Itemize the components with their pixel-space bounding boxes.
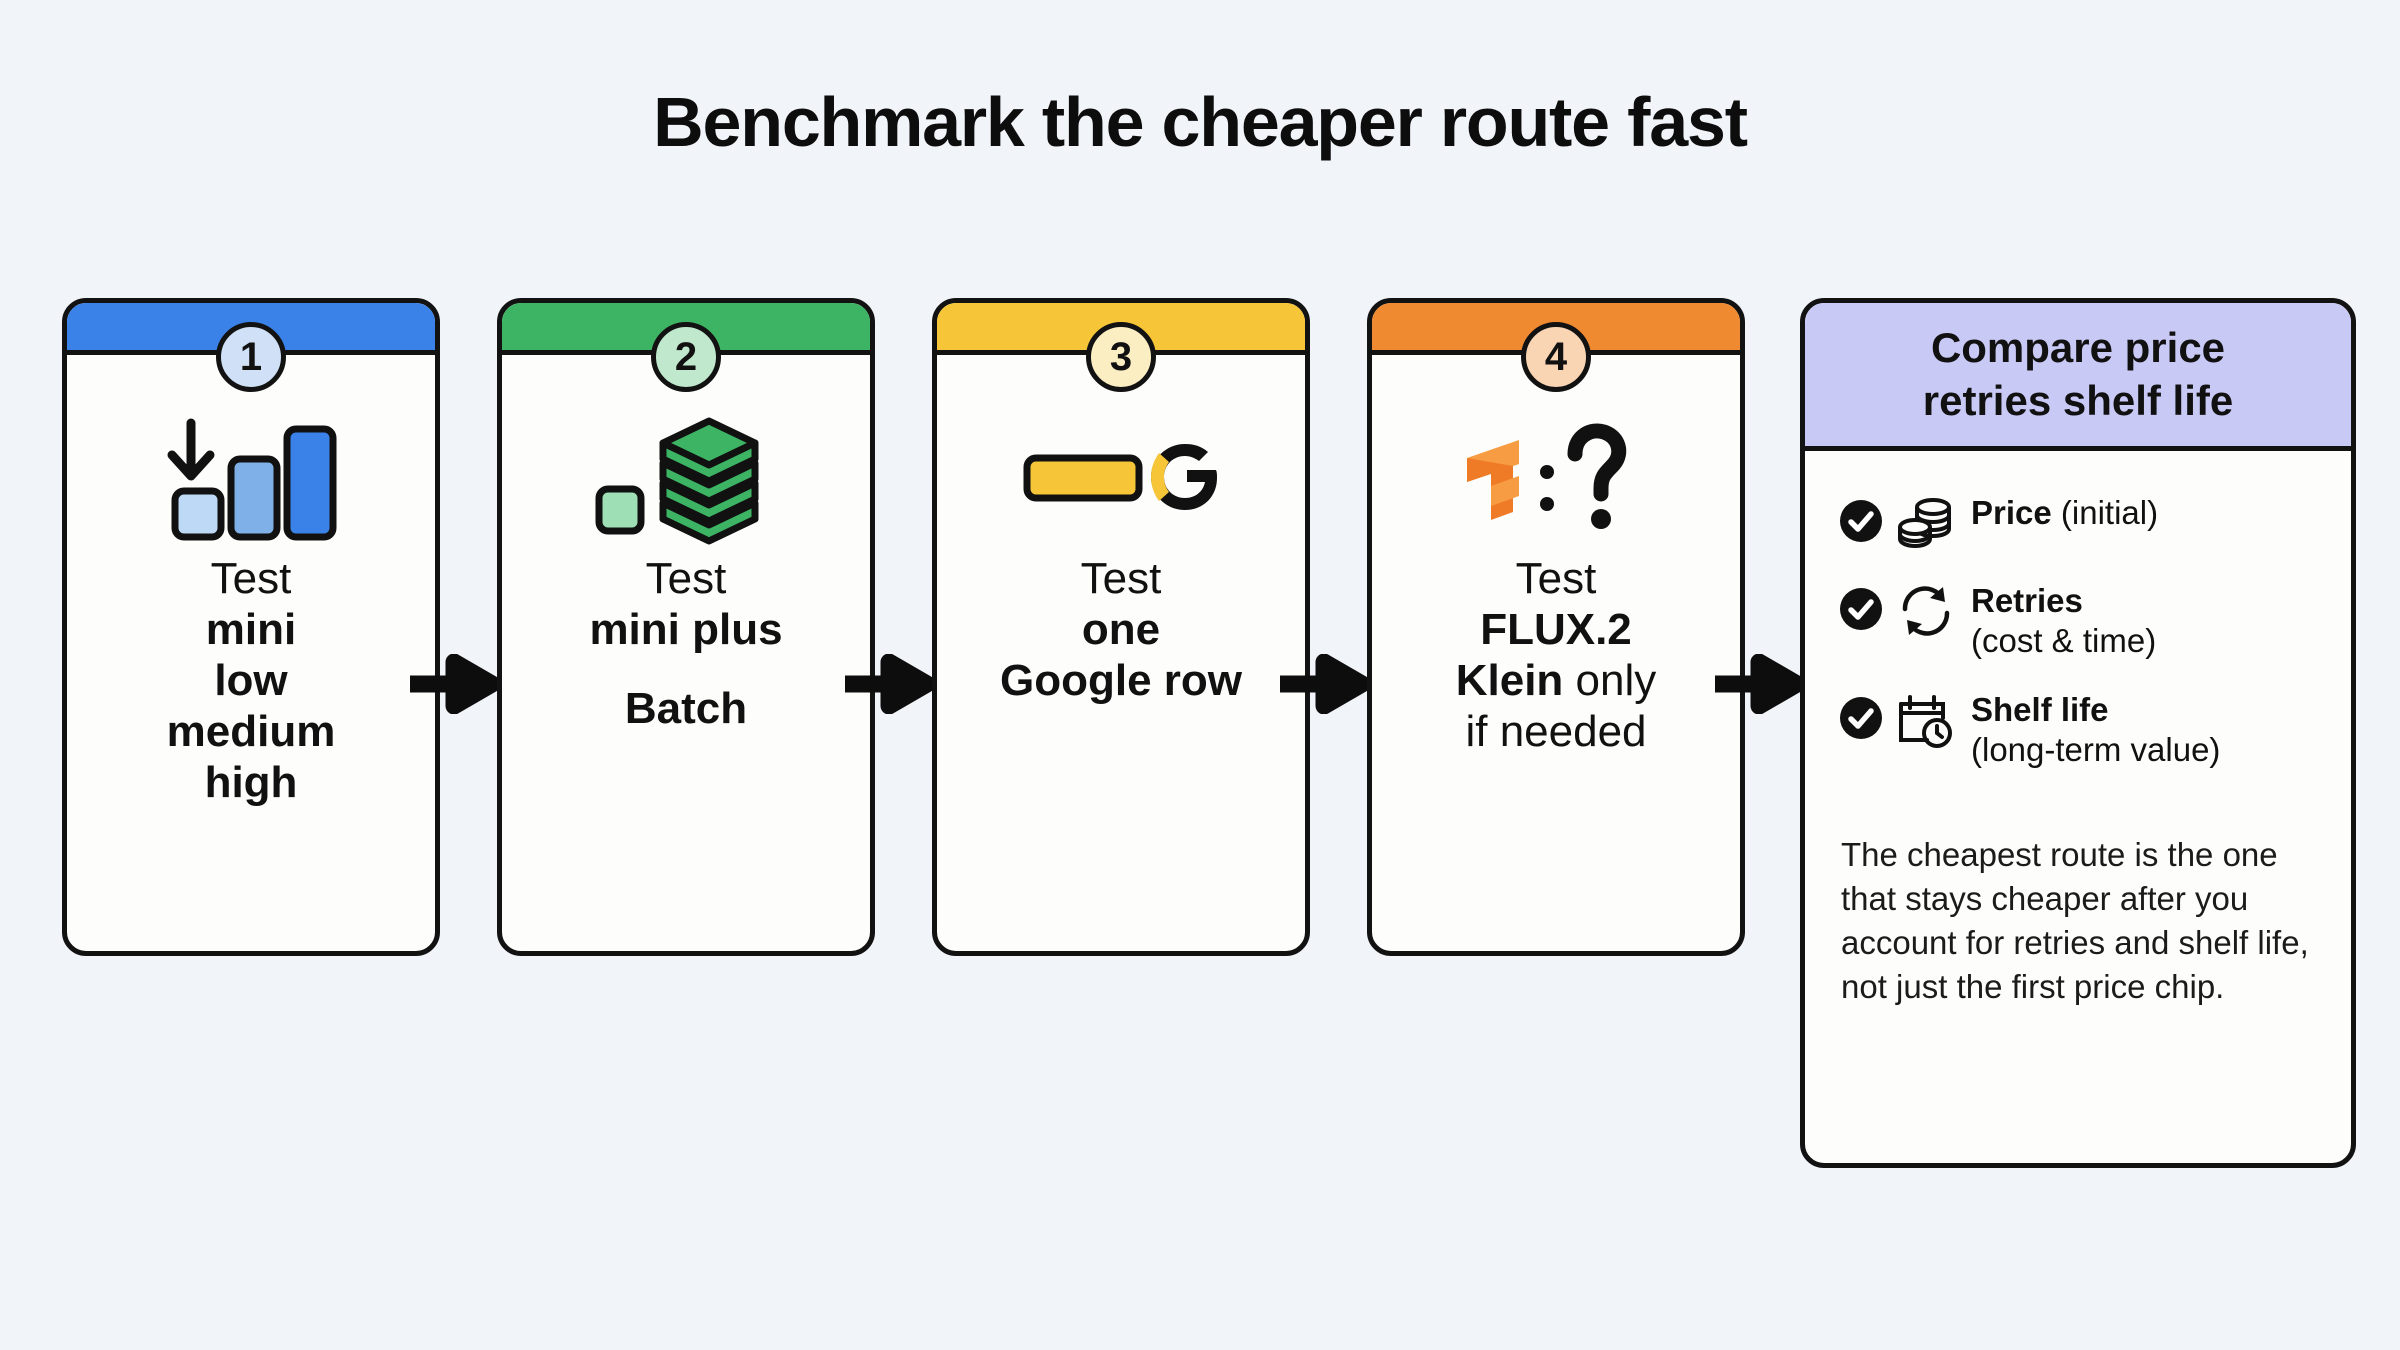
shelf-life-label-bold: Shelf life xyxy=(1971,691,2109,729)
summary-item-shelf-life-label: Shelf life(long-term value) xyxy=(1971,690,2220,769)
step-card-2-text: Test mini plus Batch xyxy=(516,553,856,734)
step2-lead: Test xyxy=(645,554,727,603)
step-card-3-text: Test one Google row xyxy=(951,553,1291,706)
check-circle-icon xyxy=(1839,587,1883,631)
step-card-4-text: Test FLUX.2 Klein only if needed xyxy=(1386,553,1726,757)
summary-header-line1: Compare price xyxy=(1930,324,2226,372)
step-card-1-text: Test mini low medium high xyxy=(81,553,421,808)
retries-note: (cost & time) xyxy=(1971,621,2157,659)
check-circle-icon xyxy=(1839,696,1883,740)
step4-line3: if needed xyxy=(1465,707,1647,757)
refresh-retry-icon xyxy=(1897,583,1955,639)
summary-item-retries[interactable]: Retries(cost & time) xyxy=(1839,581,2325,660)
page-title: Benchmark the cheaper route fast xyxy=(653,83,1748,161)
step1-line3: medium xyxy=(166,707,336,757)
price-label-bold: Price xyxy=(1971,494,2052,531)
google-row-icon xyxy=(937,415,1305,545)
step-card-4[interactable]: 4 Test FLUX.2 Klein only if needed xyxy=(1367,298,1745,956)
summary-item-price[interactable]: Price (initial) xyxy=(1839,493,2325,551)
summary-header-line2: retries shelf life xyxy=(1922,376,2234,424)
stacked-layers-icon xyxy=(502,415,870,545)
step3-line1: one xyxy=(1081,605,1161,655)
step4-line2-rest: only xyxy=(1575,656,1657,706)
step1-line2: low xyxy=(214,656,288,706)
summary-item-shelf-life[interactable]: Shelf life(long-term value) xyxy=(1839,690,2325,769)
calendar-clock-icon xyxy=(1897,692,1955,749)
step1-line4: high xyxy=(204,758,298,808)
coins-stack-icon xyxy=(1897,495,1955,551)
step2-line1: mini plus xyxy=(589,605,783,655)
step2-spacer xyxy=(516,655,856,683)
step4-line2: Klein only xyxy=(1386,655,1726,706)
step-card-3[interactable]: 3 Test one Google row xyxy=(932,298,1310,956)
price-note: (initial) xyxy=(2060,494,2159,531)
arrow-right-icon-2 xyxy=(843,653,936,715)
step-badge-4: 4 xyxy=(1521,322,1591,392)
step1-lead: Test xyxy=(210,554,292,603)
summary-note: The cheapest route is the one that stays… xyxy=(1841,836,2309,1005)
step-badge-3: 3 xyxy=(1086,322,1156,392)
bar-chart-descending-icon xyxy=(67,415,435,545)
summary-item-price-label: Price (initial) xyxy=(1971,493,2158,533)
check-circle-icon xyxy=(1839,499,1883,543)
step-badge-1: 1 xyxy=(216,322,286,392)
step-card-1[interactable]: 1 Test mini low medium high xyxy=(62,298,440,956)
step3-lead: Test xyxy=(1080,554,1162,603)
step-card-2[interactable]: 2 Test mini plus Batch xyxy=(497,298,875,956)
step4-line2-bold: Klein xyxy=(1455,656,1564,706)
step4-line1: FLUX.2 xyxy=(1480,605,1632,655)
arrow-right-icon-3 xyxy=(1278,653,1371,715)
retries-label-bold: Retries xyxy=(1971,582,2083,619)
step3-line2: Google row xyxy=(1000,656,1242,706)
summary-panel[interactable]: Compare price retries shelf life xyxy=(1800,298,2356,1168)
summary-check-list: Price (initial) xyxy=(1839,493,2325,799)
step1-line1: mini xyxy=(205,605,297,655)
summary-item-retries-label: Retries(cost & time) xyxy=(1971,581,2156,660)
step-badge-2: 2 xyxy=(651,322,721,392)
step4-lead: Test xyxy=(1515,554,1597,603)
summary-panel-header: Compare price retries shelf life xyxy=(1805,303,2351,451)
arrow-right-icon-4 xyxy=(1713,653,1806,715)
step2-line2: Batch xyxy=(624,684,748,734)
flux-question-icon xyxy=(1372,415,1740,545)
arrow-right-icon-1 xyxy=(408,653,501,715)
shelf-life-note: (long-term value) xyxy=(1971,730,2221,768)
